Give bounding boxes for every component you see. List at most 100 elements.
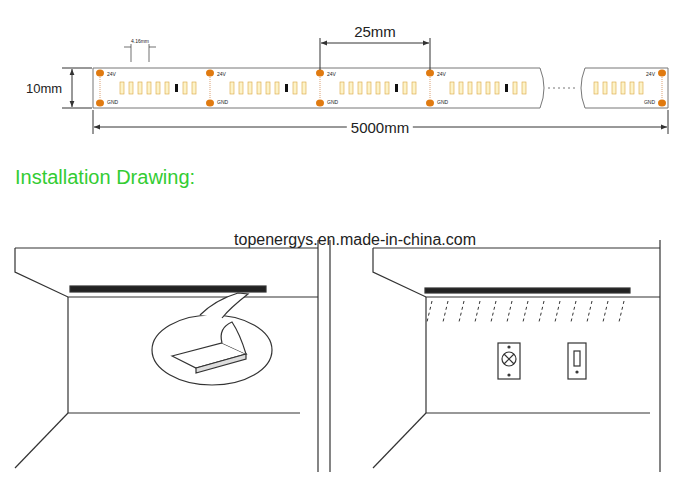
led-chip xyxy=(239,82,243,94)
solder-pad xyxy=(426,100,434,107)
pin-label: GND xyxy=(217,100,228,105)
led-chip xyxy=(275,82,279,94)
light-ray xyxy=(555,301,560,322)
led-chip xyxy=(603,82,607,94)
wall-corner xyxy=(67,297,68,413)
switch-plate xyxy=(568,343,586,379)
cut-line xyxy=(430,77,431,99)
solder-pad xyxy=(206,100,214,107)
watermark: topenergys.en.made-in-china.com xyxy=(234,232,476,248)
strip-edge xyxy=(585,68,668,69)
solder-pad xyxy=(206,70,214,77)
led-chip xyxy=(513,82,517,94)
strip-edge xyxy=(93,108,540,109)
continuation-dots xyxy=(548,88,577,89)
light-ray xyxy=(491,301,496,322)
room-left xyxy=(15,240,318,472)
socket-plate xyxy=(498,343,520,379)
cut-line xyxy=(662,77,663,99)
led-chip xyxy=(293,82,297,94)
resistor xyxy=(285,84,288,92)
light-ray xyxy=(603,301,608,322)
led-chip xyxy=(495,82,499,94)
panel-border xyxy=(329,240,330,472)
led-row xyxy=(96,70,666,107)
strip-edge xyxy=(93,68,540,69)
led-chip xyxy=(468,82,472,94)
led-chip xyxy=(385,82,389,94)
led-chip xyxy=(147,82,151,94)
light-ray xyxy=(443,301,448,322)
panel-border xyxy=(317,240,318,472)
dimension-label: 25mm xyxy=(354,24,396,39)
dimension-lines xyxy=(62,38,668,134)
pin-label: 24V xyxy=(217,72,226,77)
light-ray xyxy=(507,301,512,322)
led-chip xyxy=(120,82,124,94)
cut-line xyxy=(320,77,321,99)
led-chip xyxy=(486,82,490,94)
led-chip xyxy=(340,82,344,94)
tape-callout xyxy=(152,315,272,385)
socket-fan xyxy=(502,352,516,366)
pin-label: 24V xyxy=(107,72,116,77)
light-ray xyxy=(619,301,624,322)
led-chip xyxy=(266,82,270,94)
pin-label: GND xyxy=(107,100,118,105)
led-chip xyxy=(165,82,169,94)
screw xyxy=(508,346,510,348)
switch-toggle xyxy=(574,351,580,366)
led-chip xyxy=(183,82,187,94)
strip-break xyxy=(581,68,585,108)
resistor xyxy=(505,84,508,92)
pin-label: 24V xyxy=(437,72,446,77)
led-chip xyxy=(257,82,261,94)
dimension-arrow xyxy=(321,43,429,44)
strip-mounted xyxy=(70,286,266,292)
solder-pad xyxy=(658,70,666,77)
panel-border xyxy=(659,240,660,472)
light-ray xyxy=(459,301,464,322)
led-chip xyxy=(450,82,454,94)
led-chip xyxy=(349,82,353,94)
wall-corner xyxy=(425,297,426,413)
solder-pad xyxy=(96,100,104,107)
strip-edge xyxy=(93,68,94,108)
solder-pad xyxy=(316,70,324,77)
solder-pad xyxy=(658,100,666,107)
light-ray xyxy=(587,301,592,322)
led-chip xyxy=(594,82,598,94)
solder-pad xyxy=(426,70,434,77)
tape-pointer xyxy=(200,293,248,318)
floor-edge xyxy=(15,413,68,468)
solder-pad xyxy=(96,70,104,77)
solder-pad xyxy=(316,100,324,107)
strip-mounted xyxy=(425,288,630,293)
dimension-label: 4.16mm xyxy=(131,39,149,44)
light-ray xyxy=(523,301,528,322)
socket-fan xyxy=(504,354,514,364)
floor-edge xyxy=(426,412,650,413)
led-chip xyxy=(138,82,142,94)
cut-line xyxy=(100,77,101,99)
dimension-tick xyxy=(124,47,131,48)
floor-edge xyxy=(68,412,300,413)
extension-line xyxy=(62,108,92,109)
dimension-label: 5000mm xyxy=(347,120,413,135)
led-chip xyxy=(376,82,380,94)
extension-line xyxy=(62,68,92,69)
adhesive-tape-side xyxy=(196,354,246,373)
extension-line xyxy=(668,110,669,134)
led-chip xyxy=(412,82,416,94)
resistor xyxy=(395,84,398,92)
pin-label: GND xyxy=(644,100,655,105)
led-chip xyxy=(367,82,371,94)
light-ray xyxy=(427,301,432,322)
strip-edge xyxy=(585,108,668,109)
screw xyxy=(508,374,510,376)
pin-label: GND xyxy=(327,100,338,105)
pin-label: 24V xyxy=(646,72,655,77)
led-chip xyxy=(248,82,252,94)
led-chip xyxy=(129,82,133,94)
